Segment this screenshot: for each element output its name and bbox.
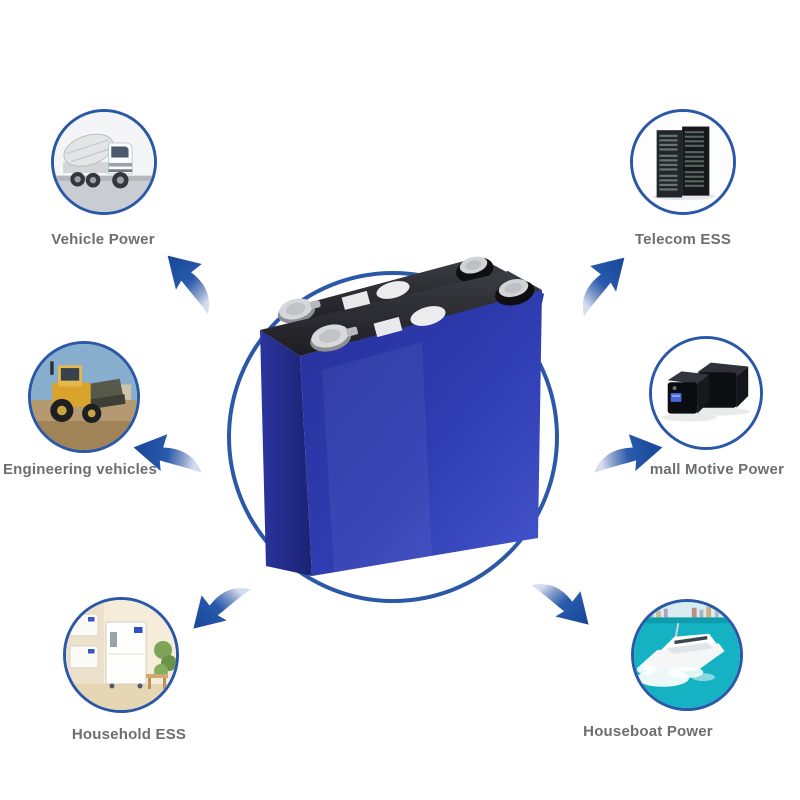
curved-arrow-icon [582, 257, 625, 317]
curved-arrow-icon [133, 434, 202, 473]
label-telecom-ess: Telecom ESS [634, 231, 732, 248]
arrow-bottom-right [522, 558, 596, 632]
mixer-truck-icon [54, 112, 154, 212]
app-circle-small-motive-power [649, 336, 763, 450]
orbit-ring [227, 271, 559, 603]
yacht-icon [634, 602, 740, 708]
battery-product-image [170, 228, 640, 624]
app-circle-household-ess [63, 597, 179, 713]
wheel-loader-icon [31, 344, 137, 450]
label-household-ess: Household ESS [71, 726, 187, 743]
label-vehicle-power: Vehicle Power [51, 231, 155, 248]
curved-arrow-icon [531, 584, 589, 625]
arrow-middle-left [123, 401, 232, 510]
arrow-bottom-left [186, 562, 260, 636]
curved-arrow-icon [193, 588, 251, 629]
server-rack-icon [633, 112, 733, 212]
app-circle-vehicle-power [51, 109, 157, 215]
ups-box-icon [652, 339, 760, 447]
arrow-middle-right [565, 401, 674, 510]
app-circle-telecom-ess [630, 109, 736, 215]
label-engineering-vehicles: Engineering vehicles [2, 461, 158, 478]
label-small-motive-power: mall Motive Power [649, 461, 785, 478]
curved-arrow-icon [594, 434, 663, 473]
app-circle-engineering-vehicles [28, 341, 140, 453]
home-battery-icon [66, 600, 176, 710]
app-circle-houseboat-power [631, 599, 743, 711]
battery-cell-icon [227, 256, 559, 603]
label-houseboat-power: Houseboat Power [583, 723, 713, 740]
arrow-top-left [160, 248, 236, 324]
arrow-top-right [556, 250, 632, 326]
curved-arrow-icon [167, 255, 210, 315]
